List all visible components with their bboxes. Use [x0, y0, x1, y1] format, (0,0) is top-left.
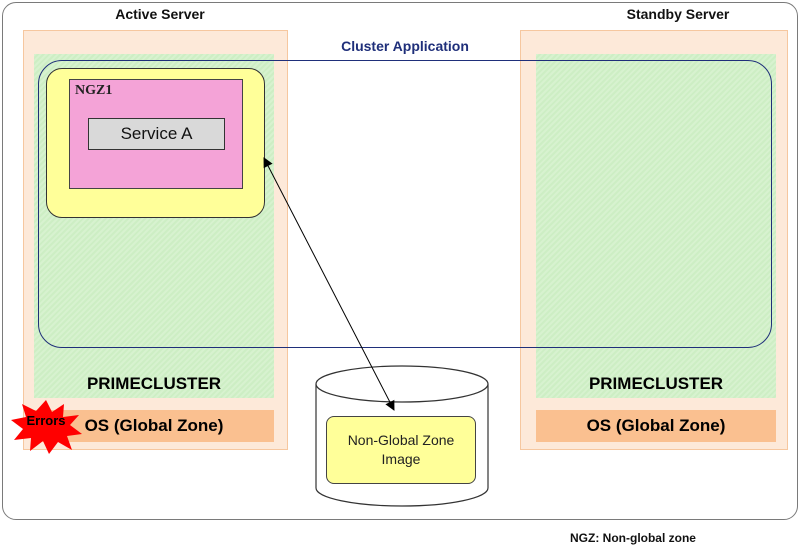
- double-arrow: [263, 157, 395, 411]
- active-primecluster-label: PRIMECLUSTER: [86, 374, 222, 393]
- standby-os-bar: OS (Global Zone): [536, 410, 776, 442]
- standby-primecluster-area: [536, 54, 776, 398]
- ngz-image-label-line1: Non-Global Zone: [347, 432, 455, 449]
- errors-label: Errors: [26, 413, 66, 428]
- cluster-application-outline: [38, 60, 772, 348]
- error-burst-icon: [11, 400, 82, 454]
- service-a-box: Service A: [88, 118, 225, 150]
- standby-server-title: Standby Server: [626, 6, 730, 22]
- cluster-application-label: Cluster Application: [341, 38, 469, 54]
- ngz-image-box: Non-Global Zone Image: [326, 416, 476, 484]
- ngz-footnote: NGZ: Non-global zone: [570, 531, 696, 545]
- diagram-frame: [2, 2, 798, 520]
- ngz-image-label-line2: Image: [381, 451, 421, 467]
- active-os-bar: OS (Global Zone): [34, 410, 274, 442]
- ngz1-label: NGZ1: [75, 83, 113, 98]
- standby-primecluster-label: PRIMECLUSTER: [588, 374, 724, 393]
- active-server-title: Active Server: [115, 6, 205, 22]
